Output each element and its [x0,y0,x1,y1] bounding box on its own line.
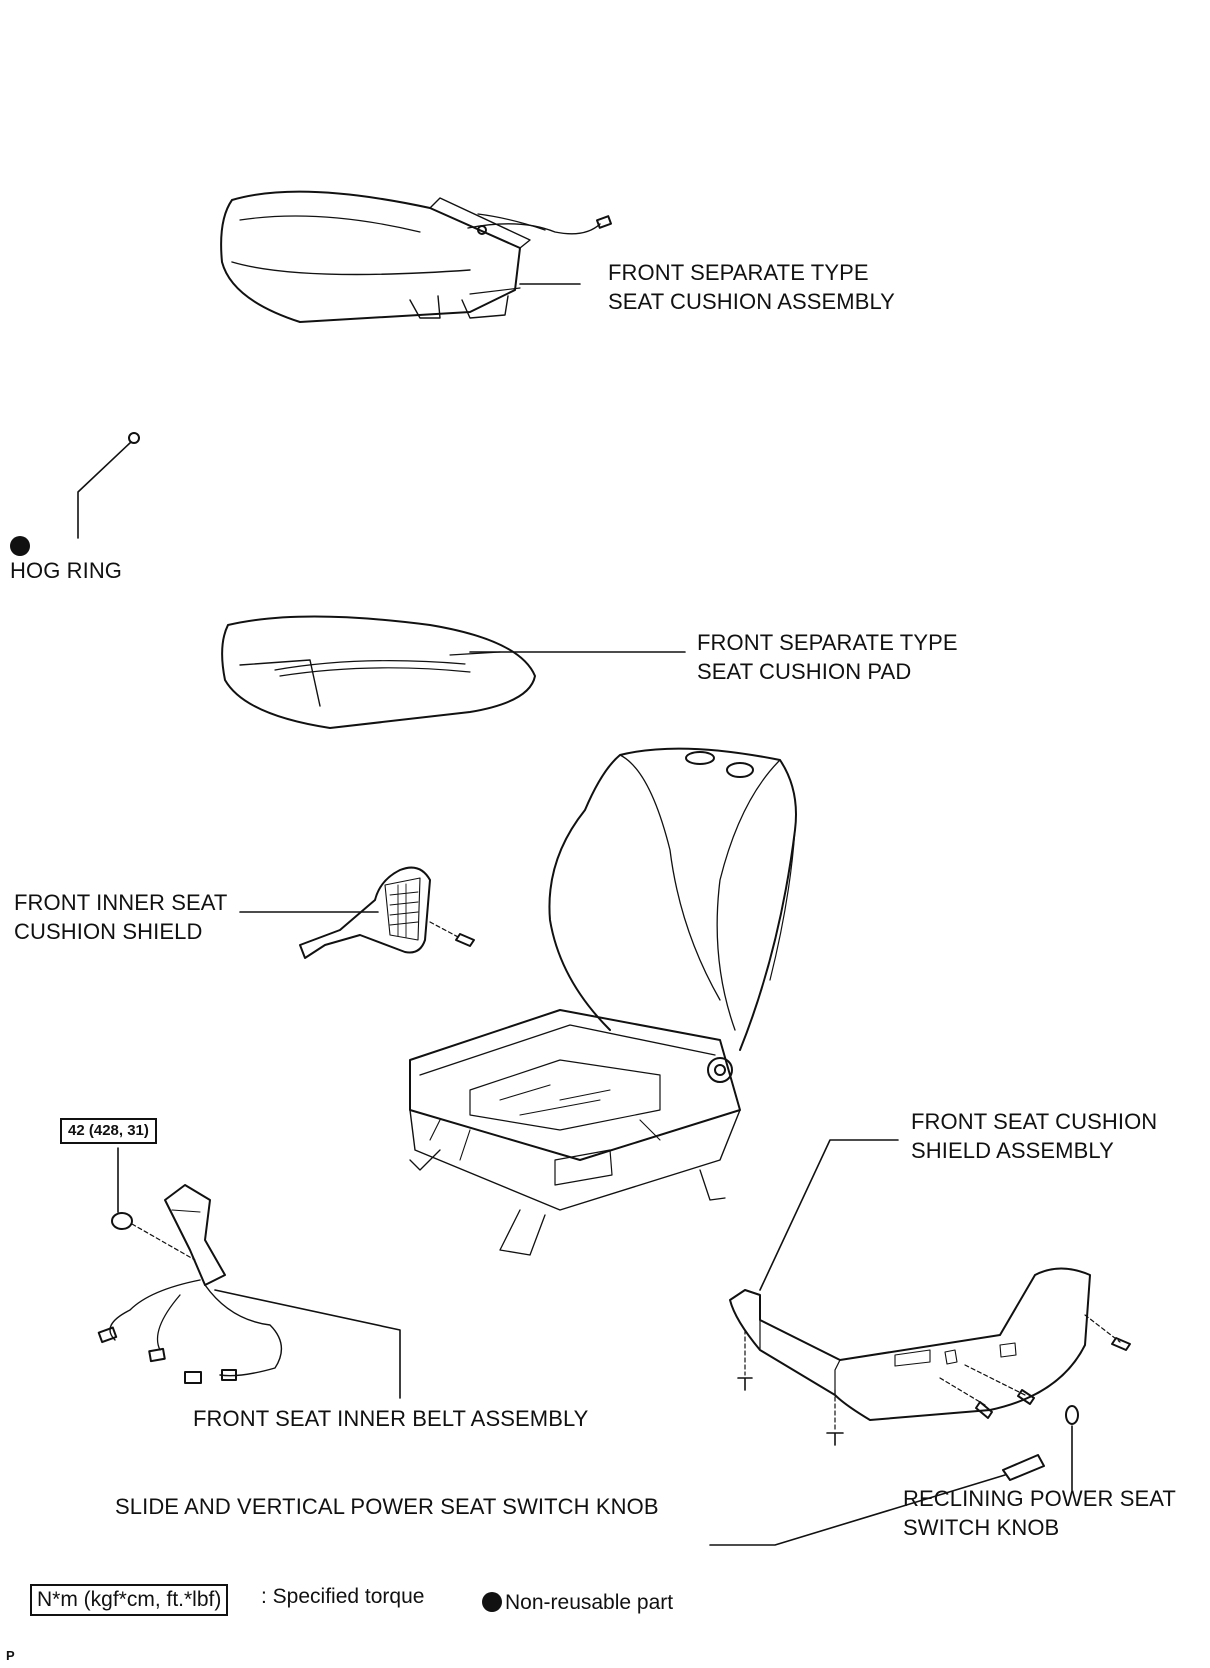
seat-cushion-shield-assembly-illustration [729,1139,1131,1446]
label-inner-belt-assembly: FRONT SEAT INNER BELT ASSEMBLY [193,1406,589,1431]
label-seat-cushion-shield-assembly: FRONT SEAT CUSHION SHIELD ASSEMBLY [911,1109,1158,1163]
nonreusable-dot-icon [10,536,30,556]
hog-ring-illustration [77,432,140,539]
label-slide-vertical-switch-knob: SLIDE AND VERTICAL POWER SEAT SWITCH KNO… [115,1494,659,1519]
torque-callout-lines [111,1147,196,1261]
label-hog-ring: HOG RING [10,536,122,585]
torque-value-box: 42 (428, 31) [60,1118,157,1144]
seat-cushion-pad-illustration [221,615,686,729]
inner-seat-cushion-shield-illustration [239,866,475,959]
corner-mark: P [6,1648,15,1663]
seat-cushion-assembly-illustration [220,190,613,323]
label-seat-cushion-pad: FRONT SEPARATE TYPE SEAT CUSHION PAD [697,630,958,684]
legend-torque-units-box: N*m (kgf*cm, ft.*lbf) [30,1584,229,1616]
switch-knobs-illustration [709,1405,1079,1546]
nonreusable-dot-icon [482,1592,502,1612]
label-reclining-switch-knob: RECLINING POWER SEAT SWITCH KNOB [903,1486,1176,1540]
label-seat-cushion-assembly: FRONT SEPARATE TYPE SEAT CUSHION ASSEMBL… [608,260,895,314]
seat-frame-illustration [409,747,797,1256]
legend-torque-description: : Specified torque [261,1585,425,1608]
inner-belt-assembly-illustration [97,1184,401,1399]
label-inner-seat-cushion-shield: FRONT INNER SEAT CUSHION SHIELD [14,890,228,944]
legend-nonreusable: Non-reusable part [482,1590,673,1616]
